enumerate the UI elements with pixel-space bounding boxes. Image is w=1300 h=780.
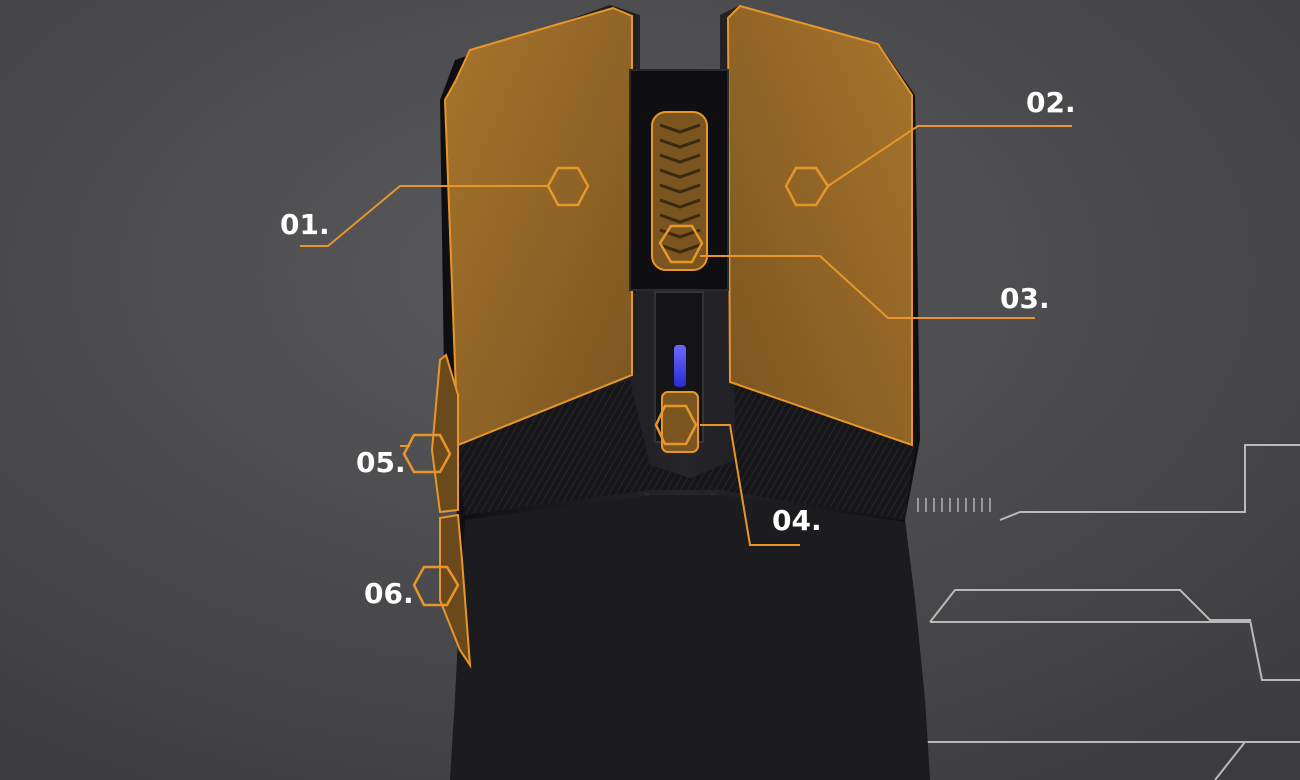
callout-lines: [300, 125, 1072, 546]
tick-marks-decoration: [917, 498, 991, 512]
hexagon-icon-02: [784, 166, 830, 207]
callout-label-04: 04.: [772, 504, 822, 537]
hexagon-icon-04: [654, 404, 698, 446]
callout-label-02: 02.: [1026, 86, 1076, 119]
callout-label-06: 06.: [364, 577, 414, 610]
right-button-panel: [726, 4, 913, 447]
circuit-lines-decoration: [925, 444, 1300, 780]
callout-label-05: 05.: [356, 446, 406, 479]
mouse-lower-shell: [450, 495, 930, 780]
callout-label-03: 03.: [1000, 282, 1050, 315]
hexagon-icon-05: [402, 433, 452, 474]
hexagon-icon-03: [658, 224, 704, 264]
callout-label-01: 01.: [280, 208, 330, 241]
hexagon-icon-01: [546, 166, 590, 207]
scroll-led-indicator: [674, 345, 686, 387]
hexagon-markers: [402, 166, 830, 607]
hexagon-icon-06: [412, 565, 460, 607]
mouse-ribbed-band: [452, 380, 915, 520]
left-button-panel: [443, 6, 633, 447]
